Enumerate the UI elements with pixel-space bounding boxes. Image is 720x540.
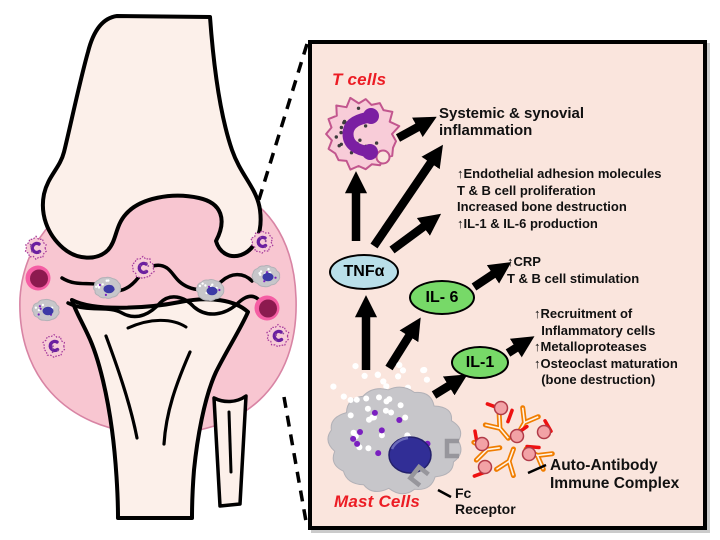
il1-effects-text: ↑Recruitment of Inflammatory cells ↑Meta…: [534, 306, 678, 387]
synovium-mast-cell: [195, 278, 225, 302]
dashed-connector-bottom: [282, 396, 309, 528]
arrow-il6-to-crp: [471, 262, 512, 291]
tibia-ridge-line: [104, 334, 139, 440]
il6-node: IL- 6: [409, 280, 475, 315]
arrow-il1-to-effects: [505, 336, 535, 358]
il1-node: IL-1: [451, 346, 509, 379]
arrow-tnfa-to-effects: [389, 213, 442, 254]
t-cells-label: T cells: [332, 70, 387, 89]
synovium-t-cell: [24, 235, 47, 261]
tnfa-node: TNFα: [329, 254, 399, 290]
autoantibody-label-tick: [527, 463, 547, 475]
fc-receptor-icon: [407, 438, 459, 488]
systemic-inflammation-text: Systemic & synovial inflammation: [439, 105, 585, 139]
panel-artwork: [325, 96, 555, 499]
arrow-mast-to-il1: [431, 374, 468, 399]
tibia-ridge-line: [162, 350, 192, 446]
mast-cells-label: Mast Cells: [334, 492, 421, 511]
tnf-effects-text: ↑Endothelial adhesion molecules T & B ce…: [457, 166, 662, 231]
synovium-mast-cell: [92, 276, 122, 299]
synovium-blood-vessel: [25, 265, 51, 291]
fc-label-tick: [437, 488, 452, 499]
mast-cell-illustration: [327, 362, 462, 495]
synovium-mast-cell: [31, 298, 60, 322]
synovium-mast-cell: [251, 265, 281, 288]
synovium-t-cell: [131, 255, 155, 280]
dashed-connector-top: [255, 43, 309, 207]
synovium-t-cell: [250, 230, 274, 254]
auto-antibody-label: Auto-Antibody Immune Complex: [550, 457, 680, 492]
arrow-tnfa-to-inflammation: [370, 144, 443, 249]
arrow-tcell-to-inflammation: [395, 116, 437, 142]
meniscus-line: [66, 294, 260, 319]
femur-bone: [41, 14, 263, 260]
inset-panel: T cells Systemic & synovial inflammation…: [308, 40, 707, 530]
il6-effects-text: ↑CRP T & B cell stimulation: [507, 254, 640, 286]
synovium-blood-vessel: [254, 295, 280, 321]
tibia-bone: [70, 297, 250, 520]
tibia-ridge-line: [126, 318, 188, 330]
immune-complex-illustration: [471, 400, 555, 479]
fibula-ridge-line: [227, 410, 233, 474]
synovium-t-cell: [42, 333, 66, 359]
t-cell-illustration: [325, 96, 401, 171]
synovium-t-cell: [266, 323, 290, 348]
fc-receptor-label: Fc Receptor: [455, 485, 516, 517]
arrow-mast-to-il6: [385, 317, 421, 371]
